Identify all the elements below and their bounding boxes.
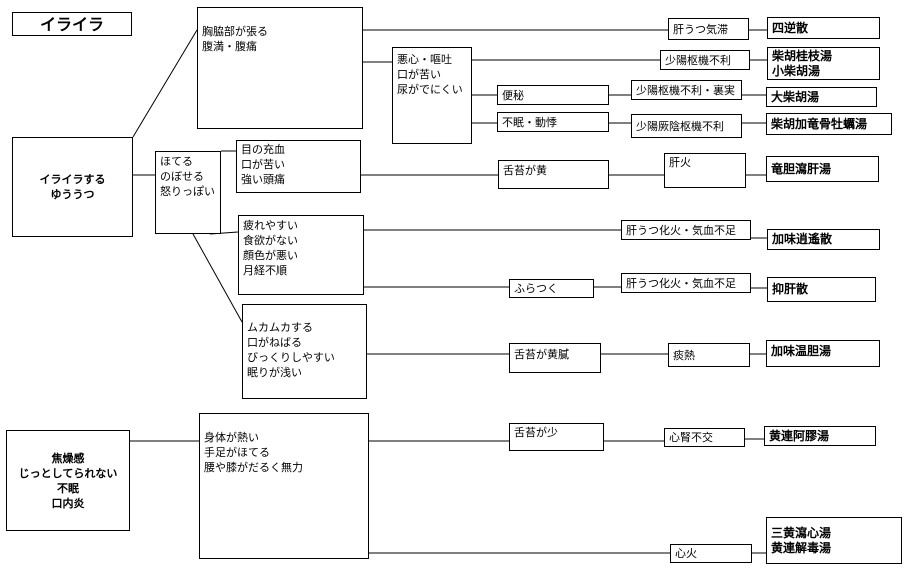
symptom-node-hot: ほてる のぼせる 怒りっぽい <box>155 151 221 234</box>
symptom-line: 腰や膝がだるく無力 <box>204 461 303 474</box>
root-node-anxiety-line: 口内炎 <box>51 496 85 510</box>
prescription-daisaiko: 大柴胡湯 <box>766 87 877 107</box>
root-node-irritability: イライラする ゆううつ <box>12 137 133 237</box>
symptom-line: 疲れやすい <box>243 219 298 232</box>
diagnosis-shaoyang: 少陽枢機不利 <box>660 50 750 70</box>
root-node-anxiety-line: じっとしてられない <box>18 466 118 480</box>
prescription-sigyakusan: 四逆散 <box>767 17 880 39</box>
symptom-line: 身体が熱い <box>204 431 259 444</box>
diagnosis-liver-fire-qi-1: 肝うつ化火・気血不足 <box>621 220 751 240</box>
diagnosis-text: 少陽枢機不利・裏実 <box>636 83 735 97</box>
prescription-text: 竜胆瀉肝湯 <box>771 161 832 176</box>
diagnosis-liver-fire: 肝火 <box>664 153 746 188</box>
symptom-node-queasy: ムカムカする 口がねばる びっくりしやすい 眠りが浅い <box>242 304 367 399</box>
prescription-yokukan: 抑肝散 <box>767 277 876 302</box>
root-node-anxiety-line: 焦燥感 <box>51 451 85 465</box>
symptom-node-chest: 胸脇部が張る 腹満・腹痛 <box>197 7 363 129</box>
prescription-kami-shoyo: 加味逍遙散 <box>767 229 880 250</box>
symptom-node-dizzy: ふらつく <box>509 279 594 298</box>
prescription-oren-akyo: 黄連阿膠湯 <box>764 426 876 446</box>
prescription-text: 加味温胆湯 <box>771 344 832 358</box>
root-node-irritability-line: ゆううつ <box>50 188 95 201</box>
prescription-text: 抑肝散 <box>772 282 809 296</box>
symptom-node-tongue-yellow: 舌苔が黄 <box>498 160 609 189</box>
symptom-text: 舌苔が少 <box>514 426 558 439</box>
symptom-node-tongue-greasy: 舌苔が黄膩 <box>509 343 601 373</box>
diagnosis-heart-fire: 心火 <box>670 544 752 563</box>
prescription-text: 黄連解毒湯 <box>771 540 832 555</box>
diagnosis-text: 肝うつ化火・気血不足 <box>626 223 736 237</box>
diagnosis-liver-qi: 肝うつ気滞 <box>668 18 749 40</box>
symptom-node-tongue-less: 舌苔が少 <box>509 423 604 451</box>
prescription-kami-untan: 加味温胆湯 <box>766 340 880 367</box>
symptom-node-constipation: 便秘 <box>497 85 609 105</box>
symptom-text: 舌苔が黄 <box>503 164 547 177</box>
symptom-node-redeye: 目の充血 口が苦い 強い頭痛 <box>236 140 361 193</box>
symptom-line: 眠りが浅い <box>247 366 302 379</box>
symptom-line: ムカムカする <box>247 321 313 334</box>
root-node-irritability-line: イライラする <box>39 173 106 186</box>
symptom-line: 食欲がない <box>243 234 298 247</box>
prescription-text: 黄連阿膠湯 <box>769 428 830 443</box>
symptom-line: 口がねばる <box>247 336 302 349</box>
prescription-text: 柴胡桂枝湯 <box>772 48 833 63</box>
diagnosis-phlegm-heat: 痰熱 <box>668 343 750 367</box>
symptom-text: 舌苔が黄膩 <box>514 348 569 361</box>
diagnosis-shaoyang-interior: 少陽枢機不利・裏実 <box>631 80 742 100</box>
diagnosis-text: 少陽枢機不利 <box>665 53 731 67</box>
symptom-text: 不眠・動悸 <box>502 115 557 129</box>
diagnosis-text: 心火 <box>675 547 697 560</box>
symptom-line: のぼせる <box>160 170 204 183</box>
symptom-node-body-hot: 身体が熱い 手足がほてる 腰や膝がだるく無力 <box>199 413 369 559</box>
symptom-text: 便秘 <box>502 88 524 102</box>
page-title: イライラ <box>12 12 132 36</box>
diagnosis-text: 痰熱 <box>673 348 695 362</box>
diagnosis-text: 肝うつ気滞 <box>673 22 728 36</box>
symptom-text: ふらつく <box>514 282 558 295</box>
symptom-line: 顔色が悪い <box>243 249 298 262</box>
symptom-node-nausea: 悪心・嘔吐 口が苦い 尿がでにくい <box>392 47 472 144</box>
prescription-text: 三黄瀉心湯 <box>771 525 832 540</box>
symptom-line: 尿がでにくい <box>397 83 463 96</box>
root-node-anxiety: 焦燥感 じっとしてられない 不眠 口内炎 <box>6 430 130 531</box>
symptom-line: ほてる <box>160 155 193 168</box>
prescription-saiko-ryukotsu: 柴胡加竜骨牡蠣湯 <box>766 113 892 135</box>
symptom-line: 口が苦い <box>241 158 285 171</box>
diagnosis-text: 肝うつ化火・気血不足 <box>626 276 736 290</box>
prescription-saiko-keishi: 柴胡桂枝湯 小柴胡湯 <box>767 47 880 80</box>
symptom-line: 口が苦い <box>397 68 441 81</box>
diagnosis-text: 少陽厥陰枢機不利 <box>636 119 724 133</box>
diagnosis-text: 心腎不交 <box>669 431 713 444</box>
symptom-node-tired: 疲れやすい 食欲がない 顔色が悪い 月経不順 <box>238 215 364 295</box>
diagnosis-liver-fire-qi-2: 肝うつ化火・気血不足 <box>621 273 751 293</box>
prescription-text: 加味逍遙散 <box>772 232 833 246</box>
symptom-line: 目の充血 <box>241 143 285 156</box>
symptom-line: 手足がほてる <box>204 446 270 459</box>
diagnosis-shaoyang-jueyin: 少陽厥陰枢機不利 <box>631 114 742 138</box>
prescription-text: 柴胡加竜骨牡蠣湯 <box>771 116 868 131</box>
symptom-line: 強い頭痛 <box>241 173 285 186</box>
prescription-sano-shashin: 三黄瀉心湯 黄連解毒湯 <box>766 517 902 564</box>
diagnosis-text: 肝火 <box>669 156 691 169</box>
symptom-line: 胸脇部が張る <box>202 25 268 38</box>
diagnosis-heart-kidney: 心腎不交 <box>664 428 745 447</box>
symptom-line: 月経不順 <box>243 264 287 277</box>
symptom-line: 悪心・嘔吐 <box>397 53 452 66</box>
page-title-text: イライラ <box>39 14 104 34</box>
symptom-node-insomnia: 不眠・動悸 <box>497 112 609 132</box>
prescription-text: 大柴胡湯 <box>771 89 820 104</box>
prescription-ryutan: 竜胆瀉肝湯 <box>766 156 879 182</box>
symptom-line: びっくりしやすい <box>247 351 335 364</box>
prescription-text: 小柴胡湯 <box>772 63 821 78</box>
root-node-anxiety-line: 不眠 <box>56 481 79 495</box>
prescription-text: 四逆散 <box>772 20 809 35</box>
symptom-line: 怒りっぽい <box>160 185 215 198</box>
symptom-line: 腹満・腹痛 <box>202 40 257 53</box>
